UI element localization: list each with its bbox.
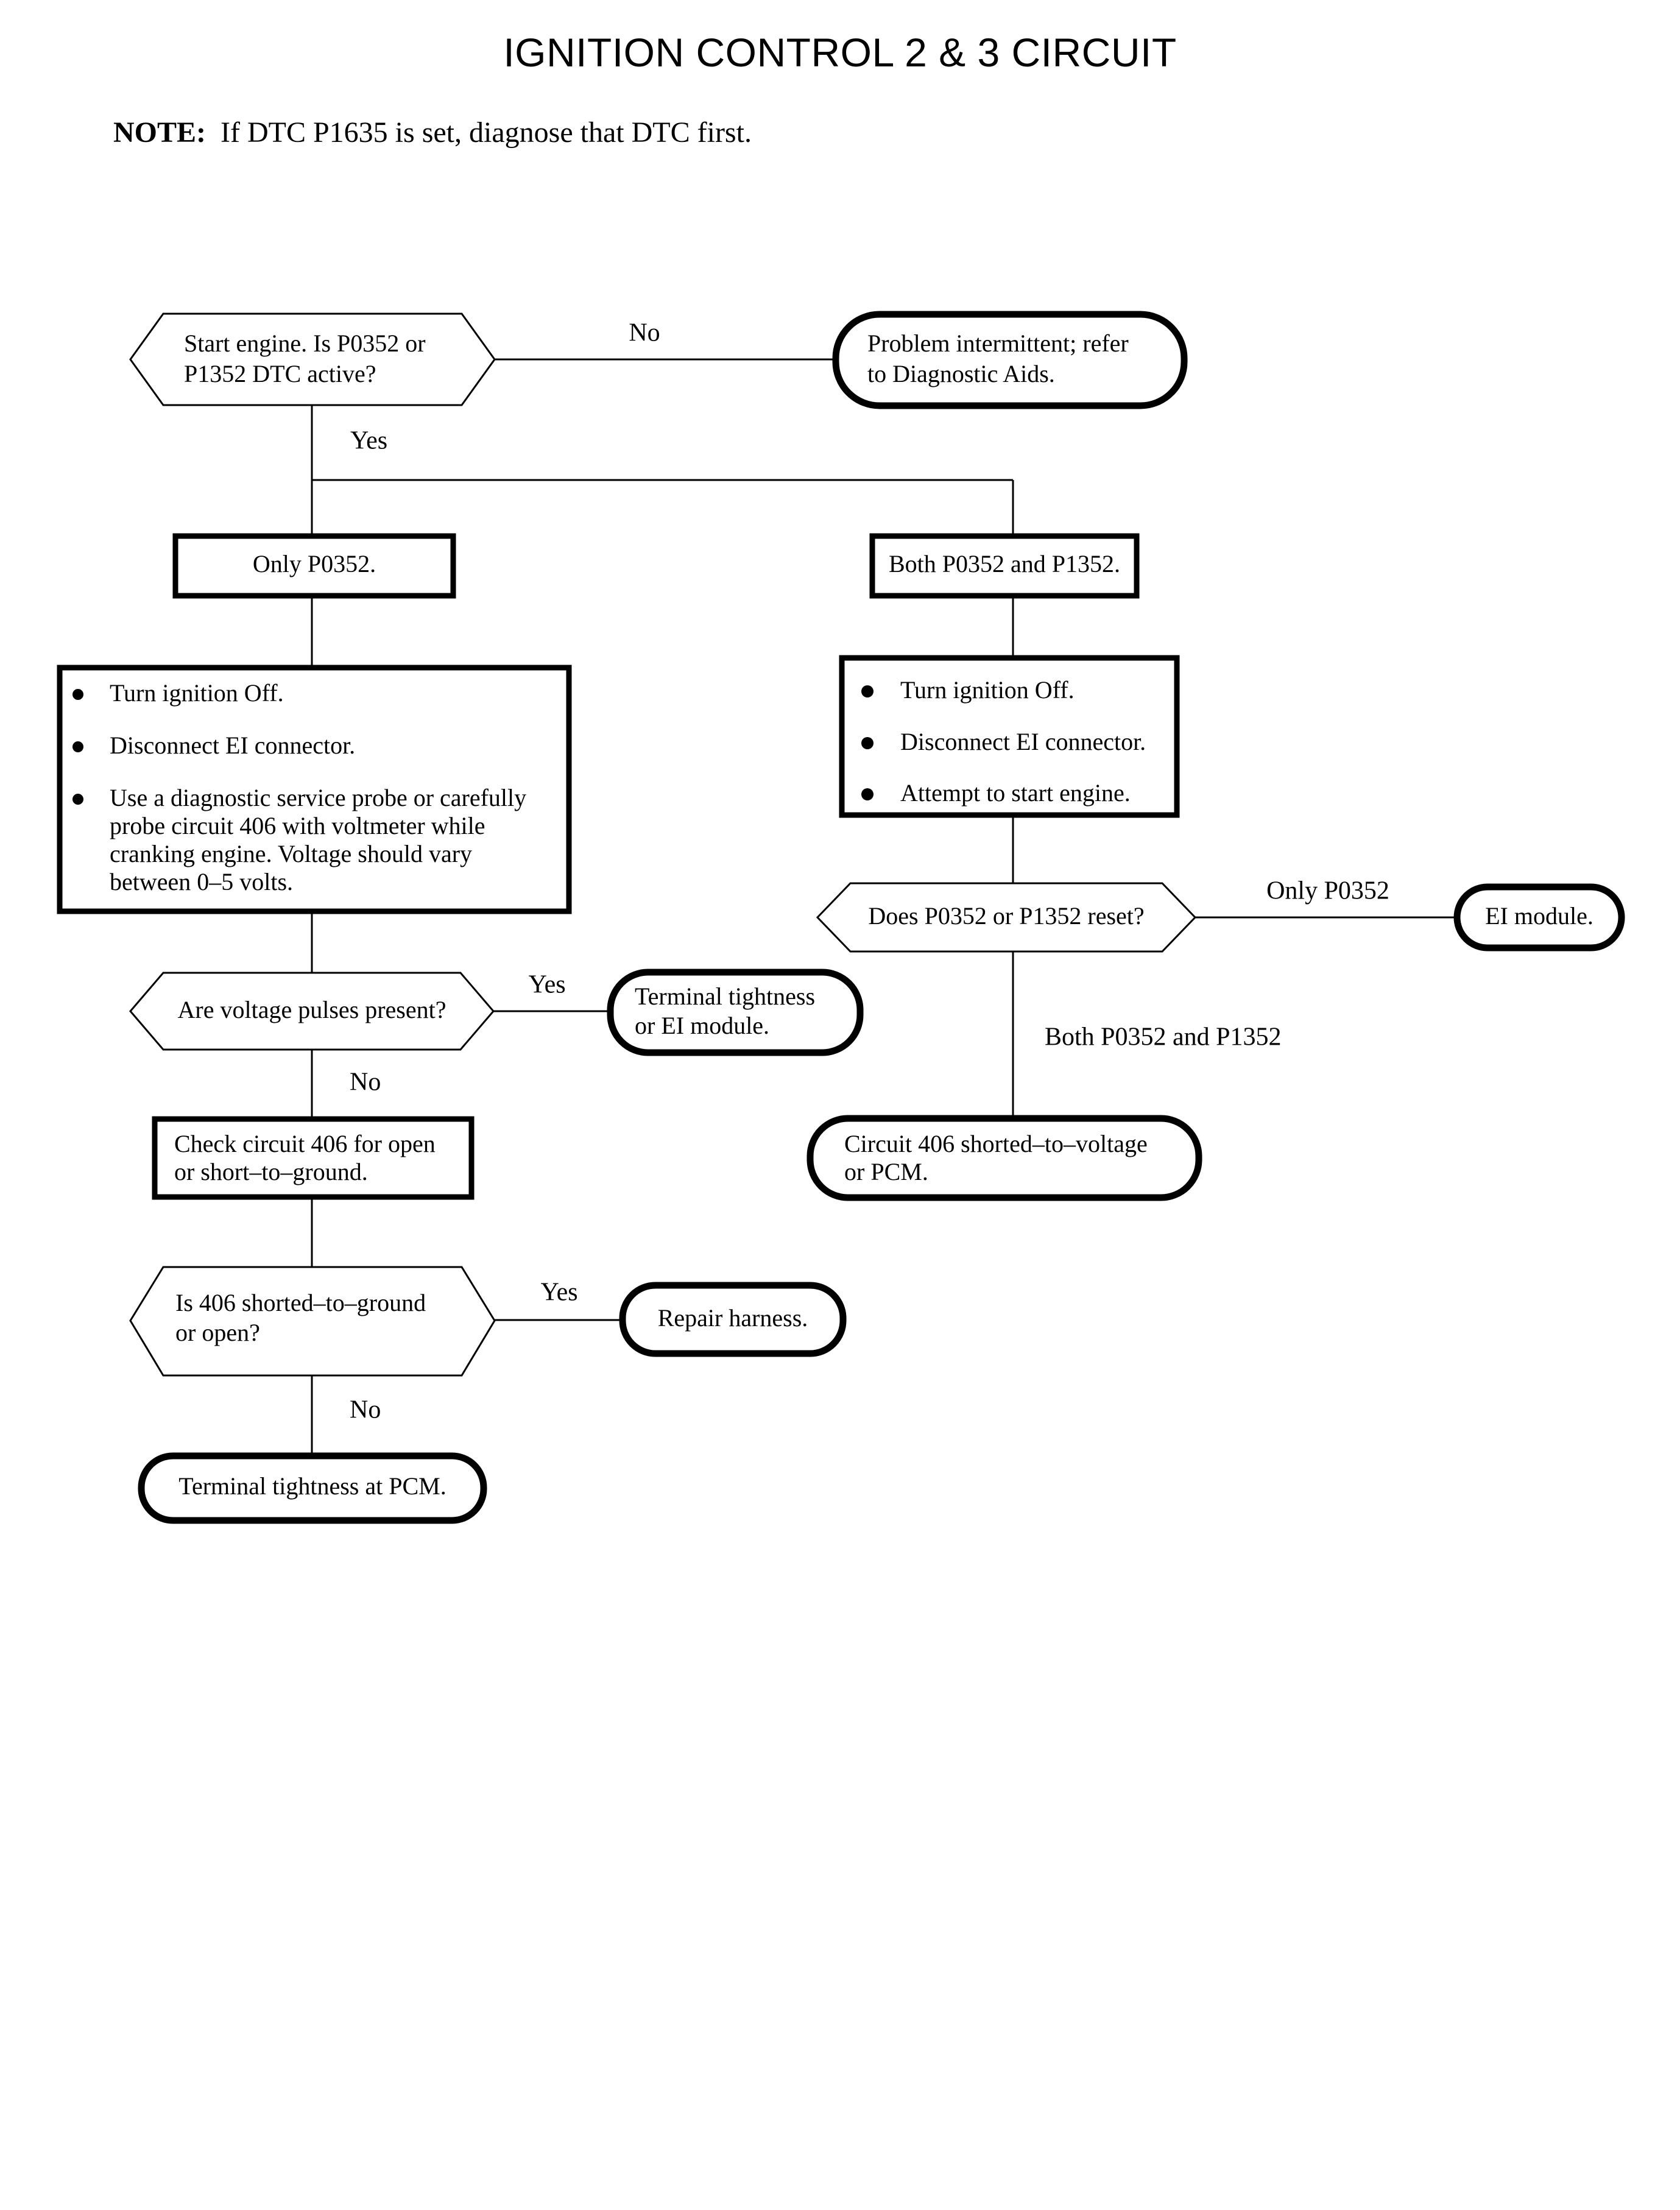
edge-label-reset-both: Both P0352 and P1352: [1045, 1023, 1282, 1051]
node-bullet-2: Disconnect EI connector.: [110, 732, 355, 759]
node-terminal-tightness-pcm[interactable]: Terminal tightness at PCM.: [138, 1452, 487, 1524]
note-line: NOTE: If DTC P1635 is set, diagnose that…: [113, 116, 752, 149]
node-terminal-tightness-ei[interactable]: Terminal tightness or EI module.: [607, 969, 864, 1056]
node-text-line2: or short–to–ground.: [174, 1158, 368, 1185]
node-bullet-3: Attempt to start engine.: [900, 779, 1131, 807]
hexagon-shape: [129, 1266, 496, 1377]
hexagon-shape: [129, 312, 496, 406]
edge-label-reset-only: Only P0352: [1266, 877, 1389, 905]
node-text-line1: Repair harness.: [658, 1304, 808, 1332]
note-text: If DTC P1635 is set, diagnose that DTC f…: [221, 116, 752, 149]
edge-label-pulses-yes: Yes: [528, 971, 565, 999]
terminator-shape: [806, 1115, 1202, 1201]
node-text-line1: Problem intermittent; refer: [867, 330, 1129, 357]
process-shape: [172, 533, 456, 599]
node-text-line2: or PCM.: [844, 1158, 928, 1185]
edge-label-pulses-no: No: [350, 1068, 381, 1096]
node-text-line2: P1352 DTC active?: [184, 360, 376, 387]
node-406-shorted-question[interactable]: Is 406 shorted–to–ground or open?: [129, 1266, 496, 1377]
node-bullet-3-line2: probe circuit 406 with voltmeter while: [110, 812, 485, 839]
process-shape: [869, 533, 1140, 599]
node-right-steps[interactable]: Turn ignition Off. Disconnect EI connect…: [839, 655, 1180, 818]
node-bullet-3-line3: cranking engine. Voltage should vary: [110, 840, 472, 867]
node-circuit-shorted-to-voltage[interactable]: Circuit 406 shorted–to–voltage or PCM.: [806, 1115, 1202, 1201]
edge-label-short-no: No: [350, 1396, 381, 1424]
node-text-line1: Check circuit 406 for open: [174, 1130, 436, 1157]
node-bullet-2: Disconnect EI connector.: [900, 728, 1146, 755]
bullet-dot-2: [72, 741, 83, 752]
page-title: IGNITION CONTROL 2 & 3 CIRCUIT: [503, 30, 1177, 75]
node-text-line1: EI module.: [1485, 902, 1594, 930]
node-text-line1: Terminal tightness: [635, 983, 815, 1010]
node-text-line2: to Diagnostic Aids.: [867, 360, 1055, 387]
terminator-shape: [138, 1452, 487, 1524]
node-only-p0352[interactable]: Only P0352.: [172, 533, 456, 599]
node-text-line1: Circuit 406 shorted–to–voltage: [844, 1130, 1148, 1157]
node-both-p0352-p1352[interactable]: Both P0352 and P1352.: [869, 533, 1140, 599]
node-text-line1: Are voltage pulses present?: [178, 996, 446, 1023]
node-text-line1: Terminal tightness at PCM.: [178, 1472, 446, 1500]
hexagon-shape: [816, 882, 1197, 953]
node-pulses-question[interactable]: Are voltage pulses present?: [129, 972, 495, 1051]
node-text-line1: Is 406 shorted–to–ground: [175, 1289, 426, 1316]
bullet-dot-3: [861, 788, 874, 800]
node-bullet-1: Turn ignition Off.: [110, 679, 284, 707]
node-repair-harness[interactable]: Repair harness.: [619, 1282, 847, 1357]
note-label: NOTE:: [113, 116, 206, 149]
hexagon-shape: [129, 972, 495, 1051]
edge-label-start-no: No: [629, 319, 660, 347]
terminator-shape: [1453, 883, 1625, 951]
terminator-shape: [832, 311, 1188, 409]
terminator-shape: [619, 1282, 847, 1357]
node-check-circuit-406[interactable]: Check circuit 406 for open or short–to–g…: [152, 1116, 475, 1200]
bullet-dot-1: [861, 685, 874, 697]
edge-label-start-yes: Yes: [350, 427, 387, 455]
edge-label-short-yes: Yes: [540, 1279, 577, 1307]
node-bullet-1: Turn ignition Off.: [900, 676, 1075, 704]
bullet-dot-3: [72, 794, 83, 805]
bullet-dot-2: [861, 737, 874, 749]
node-text-line1: Start engine. Is P0352 or: [184, 330, 426, 357]
node-start-question[interactable]: Start engine. Is P0352 or P1352 DTC acti…: [129, 312, 496, 406]
node-text-line2: or open?: [175, 1319, 260, 1346]
node-text-line1: Only P0352.: [253, 550, 376, 577]
bullet-dot-1: [72, 689, 83, 700]
terminator-shape: [607, 969, 864, 1056]
node-problem-intermittent[interactable]: Problem intermittent; refer to Diagnosti…: [832, 311, 1188, 409]
node-bullet-3-line1: Use a diagnostic service probe or carefu…: [110, 784, 526, 811]
node-text-line1: Does P0352 or P1352 reset?: [868, 902, 1144, 930]
process-shape: [152, 1116, 475, 1200]
process-shape: [839, 655, 1180, 818]
process-shape: [57, 665, 572, 914]
node-left-steps[interactable]: Turn ignition Off. Disconnect EI connect…: [57, 665, 572, 914]
node-text-line1: Both P0352 and P1352.: [889, 550, 1120, 577]
node-text-line2: or EI module.: [635, 1012, 769, 1039]
connector-layer: [311, 358, 1455, 1456]
node-ei-module[interactable]: EI module.: [1453, 883, 1625, 951]
node-reset-question[interactable]: Does P0352 or P1352 reset?: [816, 882, 1197, 953]
node-bullet-3-line4: between 0–5 volts.: [110, 868, 293, 895]
